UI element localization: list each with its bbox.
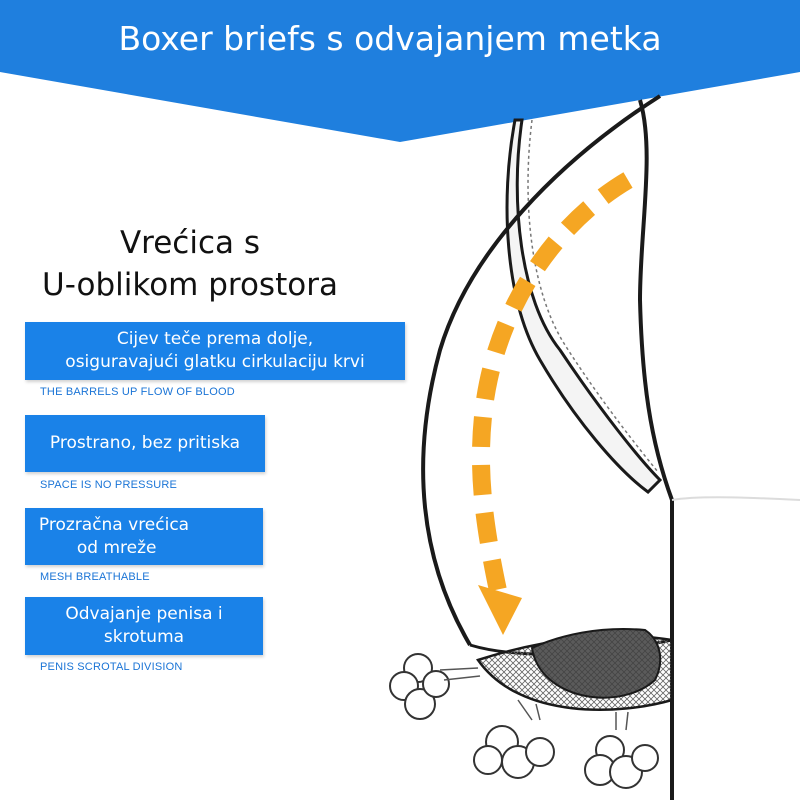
- feature-caption: PENIS SCROTAL DIVISION: [40, 661, 183, 673]
- heading-line-1: Vrećica s: [119, 225, 261, 261]
- feature-title-line-2: od mreže: [76, 537, 157, 558]
- feature-blood-flow: Cijev teče prema dolje, osiguravajući gl…: [25, 322, 405, 380]
- feature-title-line-1: Prostrano, bez pritiska: [49, 433, 241, 453]
- feature-caption: THE BARRELS UP FLOW OF BLOOD: [40, 386, 235, 398]
- feature-mesh: Prozračna vrećica od mreže: [25, 508, 263, 565]
- feature-title-line-2: skrotuma: [103, 627, 185, 647]
- feature-title-line-2: osiguravajući glatku cirkulaciju krvi: [65, 352, 365, 372]
- feature-division: Odvajanje penisa i skrotuma: [25, 597, 263, 655]
- section-heading: Vrećica s U-oblikom prostora: [10, 222, 370, 306]
- page-title: Boxer briefs s odvajanjem metka: [118, 19, 662, 58]
- down-arrow-dashed-icon: [471, 172, 633, 635]
- feature-caption: SPACE IS NO PRESSURE: [40, 479, 178, 491]
- header-banner: Boxer briefs s odvajanjem metka: [0, 0, 800, 145]
- feature-no-pressure: Prostrano, bez pritiska: [25, 415, 265, 472]
- feature-title-line-1: Prozračna vrećica: [38, 514, 190, 535]
- feature-title-line-1: Cijev teče prema dolje,: [116, 329, 314, 349]
- feature-title-line-1: Odvajanje penisa i: [65, 604, 223, 624]
- air-puff-icon: [389, 653, 659, 789]
- heading-line-2: U-oblikom prostora: [42, 267, 338, 303]
- feature-caption: MESH BREATHABLE: [40, 571, 150, 583]
- banner-shape: [0, 0, 800, 142]
